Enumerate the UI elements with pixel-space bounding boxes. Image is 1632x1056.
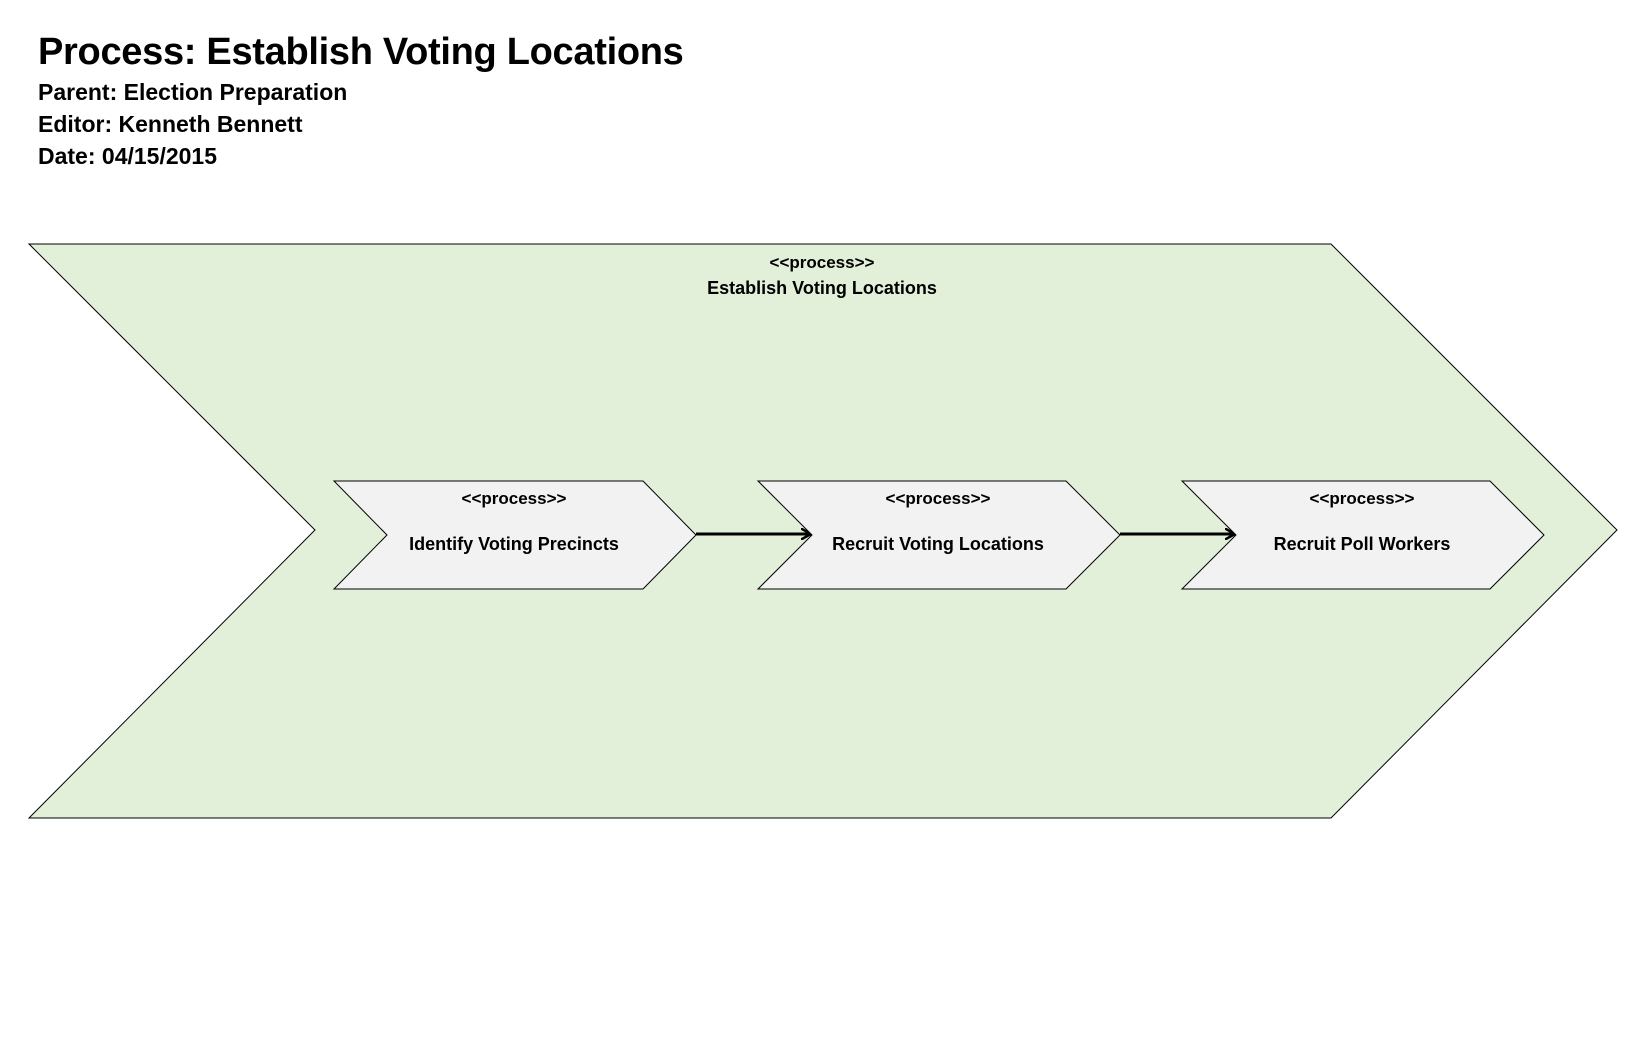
subprocess-recruit-poll-workers[interactable]: <<process>> Recruit Poll Workers xyxy=(1180,480,1545,590)
diagram-header: Process: Establish Voting Locations Pare… xyxy=(38,28,684,172)
outer-process-name: Establish Voting Locations xyxy=(707,278,937,298)
subprocess-name: Recruit Poll Workers xyxy=(1274,534,1451,554)
subprocess-stereotype: <<process>> xyxy=(886,489,991,508)
subprocess-stereotype: <<process>> xyxy=(462,489,567,508)
subprocess-name: Identify Voting Precincts xyxy=(409,534,619,554)
subprocess-shape xyxy=(756,480,1121,590)
subprocess-shape xyxy=(1180,480,1545,590)
subprocess-stereotype: <<process>> xyxy=(1310,489,1415,508)
subprocess-recruit-voting-locations[interactable]: <<process>> Recruit Voting Locations xyxy=(756,480,1121,590)
outer-process-stereotype: <<process>> xyxy=(770,253,875,272)
page-title: Process: Establish Voting Locations xyxy=(38,31,684,73)
parent-label: Parent: Election Preparation xyxy=(38,79,348,105)
subprocess-identify-voting-precincts[interactable]: <<process>> Identify Voting Precincts xyxy=(332,480,697,590)
subprocess-shape xyxy=(332,480,697,590)
date-label: Date: 04/15/2015 xyxy=(38,143,218,169)
subprocess-name: Recruit Voting Locations xyxy=(832,534,1044,554)
editor-label: Editor: Kenneth Bennett xyxy=(38,111,303,137)
